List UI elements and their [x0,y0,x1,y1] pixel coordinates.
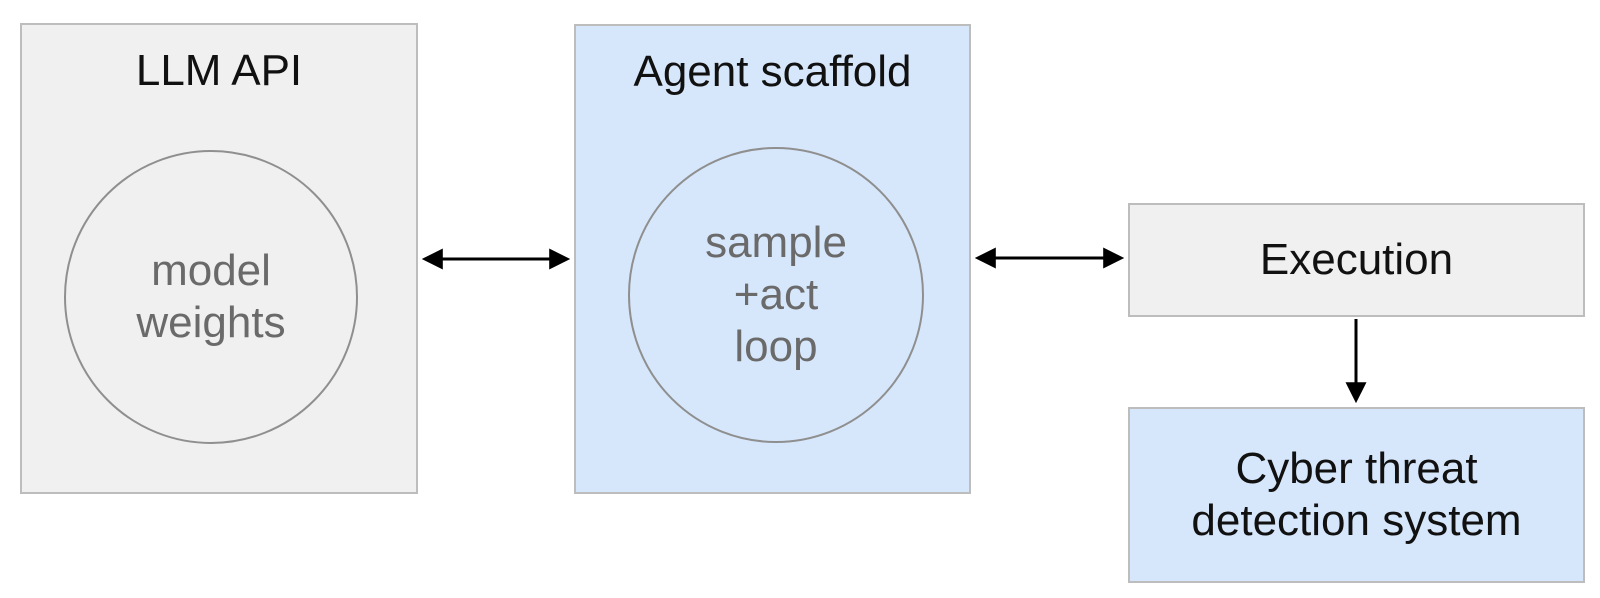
node-execution-label: Execution [1259,235,1454,284]
node-llm-api-label: LLM API [135,46,303,95]
node-llm-api: LLM API model weights [20,23,418,494]
node-cyber-threat-detection: Cyber threat detection system [1128,407,1585,583]
node-agent-scaffold-label: Agent scaffold [633,47,912,96]
model-weights-label: model weights [136,246,286,347]
node-cyber-threat-detection-label: Cyber threat detection system [1191,444,1522,545]
node-agent-scaffold: Agent scaffold sample +act loop [574,24,971,494]
sample-act-loop-label: sample +act loop [705,218,847,371]
model-weights-circle: model weights [64,150,358,444]
sample-act-loop-circle: sample +act loop [628,147,924,443]
node-execution: Execution [1128,203,1585,317]
